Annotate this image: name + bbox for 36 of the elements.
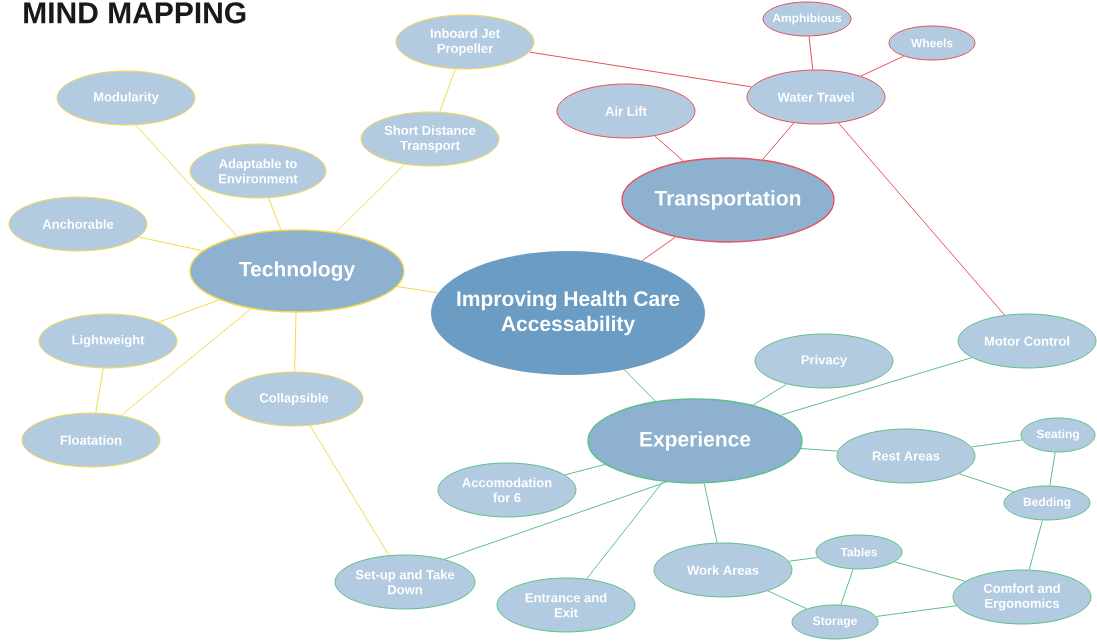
connector-line xyxy=(780,357,973,416)
connector-line xyxy=(894,561,966,582)
title: MIND MAPPING xyxy=(24,2,246,24)
connector-line xyxy=(800,448,839,452)
connector-line xyxy=(958,473,1014,493)
connector-line xyxy=(762,122,795,161)
connector-line xyxy=(268,197,282,231)
connector-line xyxy=(586,481,664,580)
connector-line xyxy=(654,135,685,162)
connector-line xyxy=(808,35,814,70)
connector-line xyxy=(396,286,439,294)
connector-line xyxy=(752,383,788,406)
connector-line xyxy=(564,463,606,476)
connector-line xyxy=(120,308,252,416)
connector-line xyxy=(444,481,667,560)
connector-line xyxy=(838,122,1005,316)
connector-line xyxy=(335,164,405,233)
connector-line xyxy=(623,369,657,402)
connector-line xyxy=(138,236,204,252)
connector-line xyxy=(971,439,1023,448)
connector-line xyxy=(309,425,390,556)
connector-line xyxy=(703,483,718,544)
connector-line xyxy=(529,51,752,88)
connector-line xyxy=(294,312,297,372)
connector-line xyxy=(788,556,819,562)
connector-line xyxy=(135,124,238,237)
connector-line xyxy=(860,55,905,77)
connector-line xyxy=(439,68,456,113)
connector-line xyxy=(95,367,104,414)
connector-line xyxy=(158,299,220,323)
connector-line xyxy=(840,568,854,606)
connector-line xyxy=(641,236,676,262)
connector-line xyxy=(1028,519,1043,571)
connector-line xyxy=(767,590,807,610)
connector-line xyxy=(1049,451,1056,486)
connector-line xyxy=(875,605,957,617)
